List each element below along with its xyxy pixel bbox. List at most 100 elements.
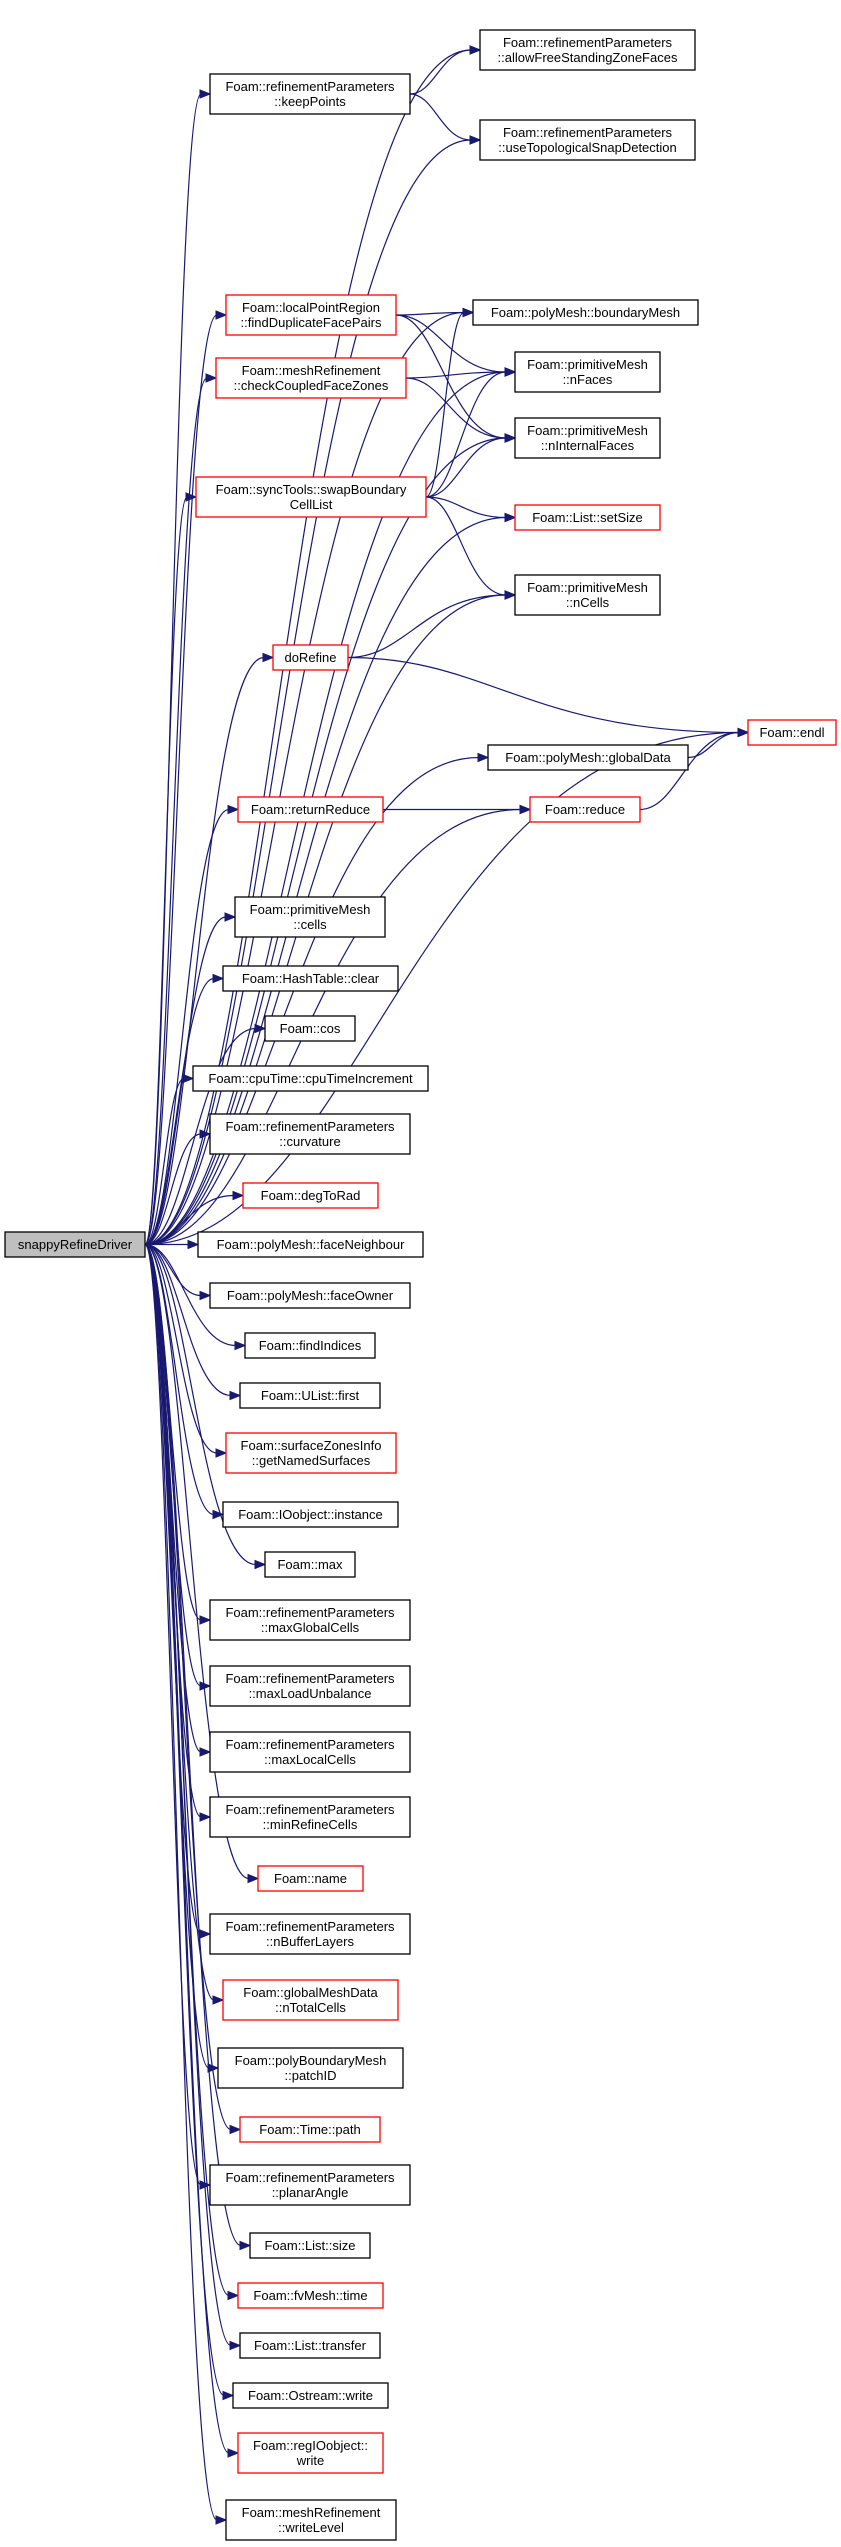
node-cells[interactable]: Foam::primitiveMesh::cells [234, 896, 386, 938]
edge-checkCoupled-to-nInternalFaces [405, 377, 517, 443]
arrow-head-icon [199, 1615, 212, 1625]
edge-line [144, 656, 265, 1246]
node-setSize[interactable]: Foam::List::setSize [514, 504, 661, 531]
node-globalData[interactable]: Foam::polyMesh::globalData [487, 744, 689, 771]
node-faceNeighbour[interactable]: Foam::polyMesh::faceNeighbour [197, 1231, 424, 1258]
node-curvature[interactable]: Foam::refinementParameters::curvature [209, 1113, 411, 1155]
node-nInternalFaces[interactable]: Foam::primitiveMesh::nInternalFaces [514, 417, 661, 459]
edge-swapBoundary-to-nCells [425, 496, 517, 600]
node-label: ::maxLoadUnbalance [249, 1686, 372, 1701]
node-checkCoupled[interactable]: Foam::meshRefinement::checkCoupledFaceZo… [215, 357, 407, 399]
arrow-head-icon [199, 1812, 212, 1822]
edge-line [405, 377, 507, 439]
node-returnReduce[interactable]: Foam::returnReduce [237, 796, 384, 823]
node-cpuTime[interactable]: Foam::cpuTime::cpuTimeIncrement [192, 1065, 429, 1092]
edge-returnReduce-to-reduce [383, 804, 532, 815]
node-findDup[interactable]: Foam::localPointRegion::findDuplicateFac… [225, 294, 397, 336]
node-maxGlobal[interactable]: Foam::refinementParameters::maxGlobalCel… [209, 1599, 411, 1641]
node-box [472, 299, 699, 326]
node-box [209, 73, 411, 115]
node-keepPoints[interactable]: Foam::refinementParameters::keepPoints [209, 73, 411, 115]
edge-line [405, 371, 507, 379]
arrow-head-icon [215, 1448, 228, 1458]
node-box [237, 796, 384, 823]
node-doRefine[interactable]: doRefine [272, 644, 349, 671]
edge-line [639, 731, 740, 811]
node-useTopo[interactable]: Foam::refinementParameters::useTopologic… [479, 119, 696, 161]
node-box [747, 719, 837, 746]
edge-line [144, 756, 480, 1246]
node-boundaryMesh[interactable]: Foam::polyMesh::boundaryMesh [472, 299, 699, 326]
node-nCells[interactable]: Foam::primitiveMesh::nCells [514, 574, 661, 616]
node-findIndices[interactable]: Foam::findIndices [244, 1332, 376, 1359]
arrow-head-icon [469, 45, 482, 55]
node-label: snappyRefineDriver [18, 1237, 133, 1252]
node-max[interactable]: Foam::max [264, 1551, 356, 1578]
node-box [209, 1113, 411, 1155]
edge-line [144, 1243, 230, 2454]
edge-line [409, 93, 472, 141]
node-label: ::maxLocalCells [264, 1752, 356, 1767]
node-label: Foam::max [277, 1557, 343, 1572]
node-minRefine[interactable]: Foam::refinementParameters::minRefineCel… [209, 1796, 411, 1838]
node-box [192, 1065, 429, 1092]
arrow-head-icon [239, 2240, 252, 2251]
node-writeLevel[interactable]: Foam::meshRefinement::writeLevel [225, 2499, 397, 2541]
edge-root-to-hashClear [144, 973, 225, 1246]
node-label: ::findDuplicateFacePairs [241, 315, 382, 330]
node-ulFirst[interactable]: Foam::UList::first [239, 1382, 381, 1409]
node-nBuffer[interactable]: Foam::refinementParameters::nBufferLayer… [209, 1913, 411, 1955]
arrow-head-icon [504, 367, 517, 377]
node-label: Foam::meshRefinement [242, 2505, 381, 2520]
arrow-head-icon [234, 1340, 247, 1351]
node-nFaces[interactable]: Foam::primitiveMesh::nFaces [514, 351, 661, 393]
node-label: ::curvature [279, 1134, 340, 1149]
node-cos[interactable]: Foam::cos [264, 1015, 356, 1042]
edge-line [144, 1243, 218, 2521]
node-root[interactable]: snappyRefineDriver [4, 1231, 146, 1258]
node-patchID[interactable]: Foam::polyBoundaryMesh::patchID [217, 2047, 404, 2089]
node-label: ::nBufferLayers [266, 1934, 354, 1949]
arrow-head-icon [232, 1190, 245, 1201]
edge-root-to-returnReduce [144, 804, 240, 1246]
node-reduce[interactable]: Foam::reduce [529, 796, 641, 823]
node-degToRad[interactable]: Foam::degToRad [242, 1182, 379, 1209]
edge-root-to-ulFirst [144, 1243, 242, 1401]
edge-line [144, 496, 188, 1246]
edge-root-to-doRefine [144, 652, 275, 1246]
node-label: Foam::polyMesh::globalData [505, 750, 671, 765]
node-planarAngle[interactable]: Foam::refinementParameters::planarAngle [209, 2164, 411, 2206]
node-endl[interactable]: Foam::endl [747, 719, 837, 746]
edge-line [425, 496, 507, 596]
node-maxLoad[interactable]: Foam::refinementParameters::maxLoadUnbal… [209, 1665, 411, 1707]
node-nTotalCells[interactable]: Foam::globalMeshData::nTotalCells [222, 1979, 399, 2021]
node-instance[interactable]: Foam::IOobject::instance [222, 1501, 399, 1528]
node-name[interactable]: Foam::name [257, 1865, 364, 1892]
node-label: Foam::fvMesh::time [253, 2288, 367, 2303]
node-allowFree[interactable]: Foam::refinementParameters::allowFreeSta… [479, 29, 696, 71]
node-box [217, 2047, 404, 2089]
node-hashClear[interactable]: Foam::HashTable::clear [222, 965, 399, 992]
node-timePath[interactable]: Foam::Time::path [239, 2116, 381, 2143]
node-box [242, 1182, 379, 1209]
node-ostreamWrite[interactable]: Foam::Ostream::write [232, 2382, 389, 2409]
edge-keepPoints-to-allowFree [409, 45, 482, 95]
node-regWrite[interactable]: Foam::regIOobject::write [237, 2432, 384, 2474]
node-maxLocal[interactable]: Foam::refinementParameters::maxLocalCell… [209, 1731, 411, 1773]
node-label: ::patchID [284, 2068, 336, 2083]
node-faceOwner[interactable]: Foam::polyMesh::faceOwner [209, 1282, 411, 1309]
node-label: Foam::primitiveMesh [527, 357, 648, 372]
node-box [249, 2232, 371, 2259]
node-label: Foam::List::setSize [532, 510, 643, 525]
node-listSize[interactable]: Foam::List::size [249, 2232, 371, 2259]
arrow-head-icon [187, 1239, 200, 1250]
edge-line [144, 377, 208, 1246]
node-label: Foam::regIOobject:: [253, 2438, 368, 2453]
edge-root-to-curvature [144, 1129, 212, 1246]
node-listTransfer[interactable]: Foam::List::transfer [239, 2332, 381, 2359]
node-getNamed[interactable]: Foam::surfaceZonesInfo::getNamedSurfaces [225, 1432, 397, 1474]
node-fvTime[interactable]: Foam::fvMesh::time [237, 2282, 384, 2309]
edge-root-to-findDup [144, 310, 228, 1246]
node-box [239, 2116, 381, 2143]
